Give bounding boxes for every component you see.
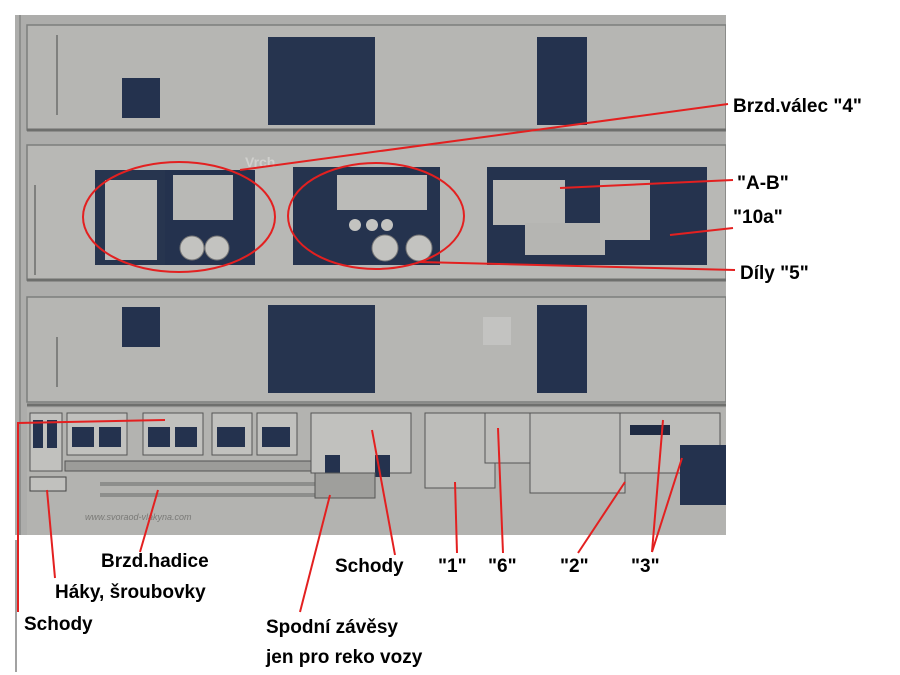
callout-ellipse-parts-5: [287, 162, 465, 270]
leader-10a: [669, 227, 734, 236]
leader-brzd-hadice: [139, 489, 159, 553]
etch-sheet-drawing: www.svoraod-vlakyna.com Vrch: [15, 15, 726, 535]
callout-ellipse-brake-cylinder: [82, 161, 276, 273]
leader-1: [454, 481, 458, 554]
leader-dily5: [419, 261, 736, 271]
leader-ab: [559, 179, 734, 189]
label-brzd-valec: Brzd.válec "4": [733, 96, 862, 117]
side-panel-strip-3: [26, 296, 726, 407]
label-part-6: "6": [488, 556, 517, 577]
label-haky: Háky, šroubovky: [55, 582, 206, 603]
leader-3a: [651, 419, 664, 553]
label-spodni-line2: jen pro reko vozy: [266, 647, 423, 668]
leader-spodni: [299, 494, 331, 613]
label-part-3: "3": [631, 556, 660, 577]
leader-3b: [651, 457, 683, 553]
label-dily-5: Díly "5": [740, 263, 809, 284]
leader-schody-left: [17, 419, 166, 612]
label-brzd-hadice: Brzd.hadice: [101, 551, 209, 572]
label-schody-left: Schody: [24, 614, 93, 635]
leader-2: [577, 481, 626, 554]
leader-6: [497, 427, 504, 554]
svg-text:www.svoraod-vlakyna.com: www.svoraod-vlakyna.com: [85, 512, 192, 522]
leader-brzd-valec: [239, 103, 729, 171]
label-a-b: "A-B": [737, 173, 789, 194]
small-parts-area: www.svoraod-vlakyna.com: [27, 408, 726, 535]
label-part-2: "2": [560, 556, 589, 577]
leader-haky: [46, 489, 56, 579]
photo-etch-sheet: www.svoraod-vlakyna.com Vrch: [15, 15, 726, 535]
label-10a: "10a": [733, 207, 783, 228]
leader-schody-mid: [371, 429, 396, 556]
label-part-1: "1": [438, 556, 467, 577]
label-spodni-line1: Spodní závěsy: [266, 617, 398, 638]
side-panel-strip-1: [26, 24, 726, 132]
label-schody-mid: Schody: [335, 556, 404, 577]
side-panel-strip-2: [26, 144, 726, 282]
